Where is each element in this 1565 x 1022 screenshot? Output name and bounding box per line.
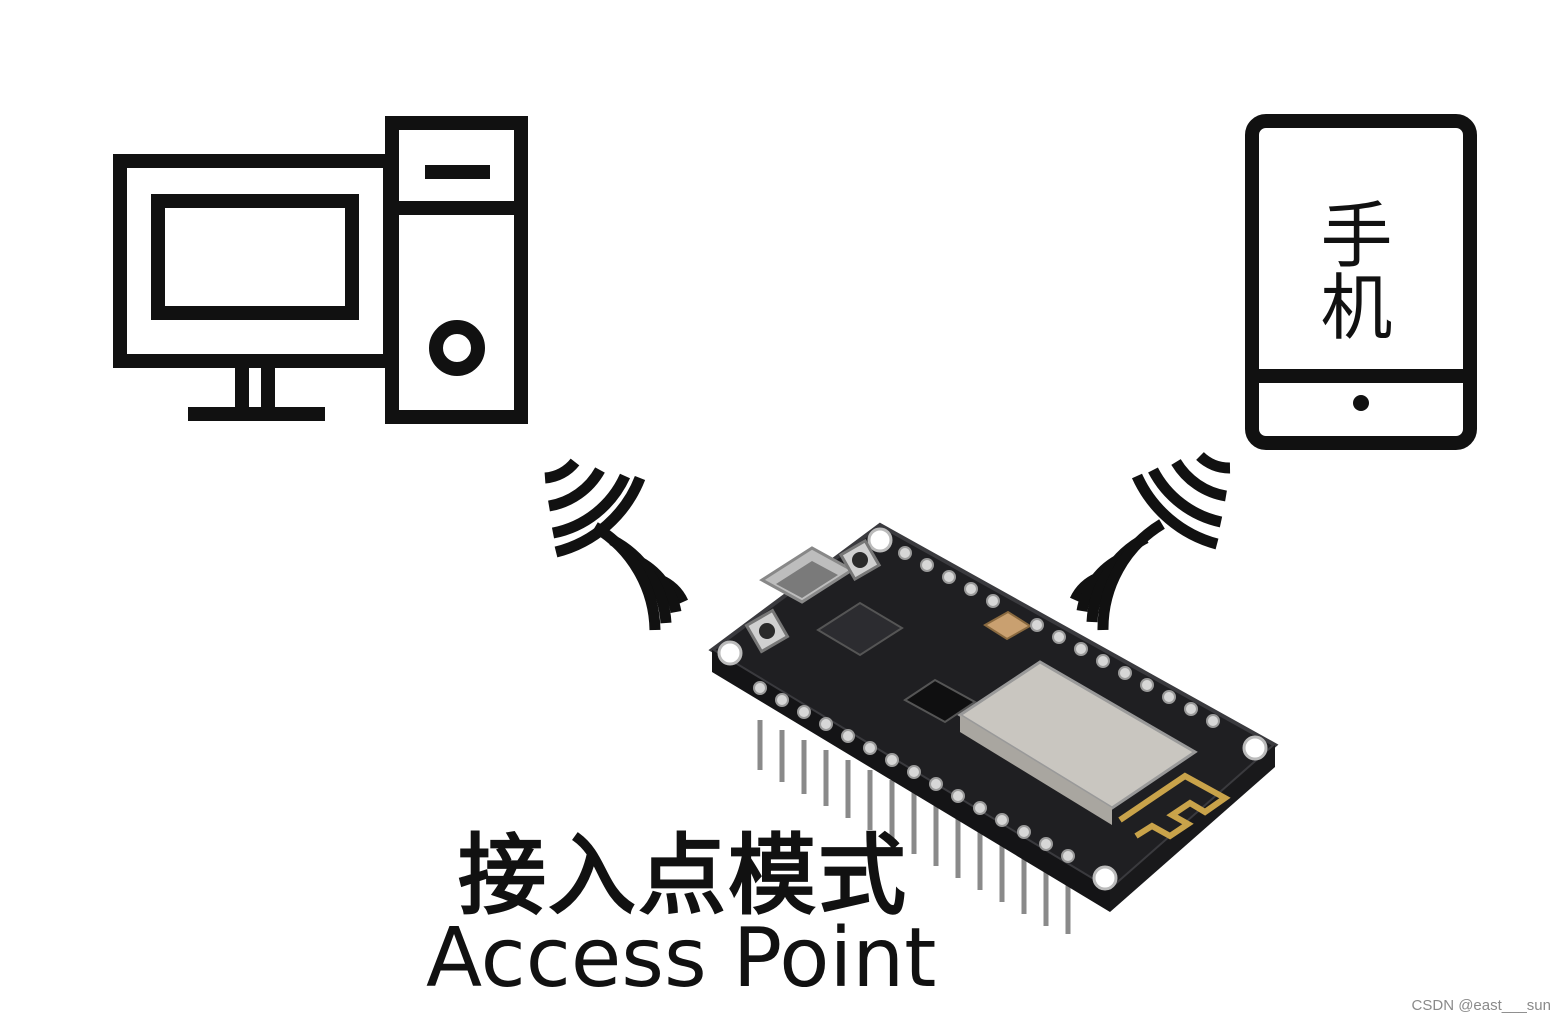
wifi-signal-icon-board-left: [592, 522, 689, 631]
board-edge: [712, 650, 1110, 912]
mode-title-english: Access Point: [426, 911, 937, 1006]
tower-button: [429, 320, 485, 376]
phone-icon: [1245, 114, 1477, 450]
usb-chip: [816, 601, 904, 657]
wifi-signal-icon-computer: [544, 458, 646, 558]
phone-label: 手 机: [1320, 194, 1405, 350]
header-pins: [757, 720, 1071, 934]
phone-home-button: [1353, 395, 1369, 411]
esp8266-module: [957, 660, 1198, 810]
tower-outline: [385, 116, 528, 424]
wifi-signal-icon-phone: [1131, 451, 1231, 550]
watermark: CSDN @east___sun: [1411, 997, 1551, 1014]
antenna-trace: [1118, 772, 1231, 840]
wifi-signal-icon-board-right: [1069, 519, 1165, 631]
nodemcu-board: [708, 522, 1279, 934]
monitor-screen: [151, 194, 359, 320]
mode-title-chinese: 接入点模式: [458, 824, 909, 927]
computer-icon: [113, 116, 528, 424]
phone-outline: [1245, 114, 1477, 450]
